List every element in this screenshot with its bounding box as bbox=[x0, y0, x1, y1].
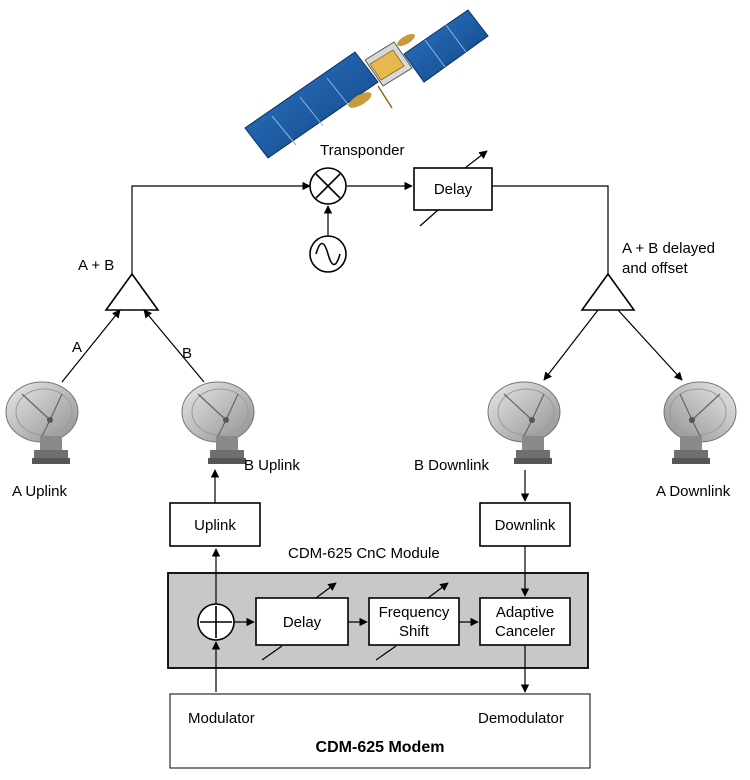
delayed-label-line2: and offset bbox=[622, 260, 688, 277]
demodulator-label: Demodulator bbox=[478, 710, 564, 727]
modem-box bbox=[169, 693, 591, 769]
downlink-box-label: Downlink bbox=[495, 517, 556, 534]
b-downlink-label: B Downlink bbox=[414, 457, 490, 474]
b-uplink-dish-icon bbox=[181, 381, 255, 465]
uplink-box bbox=[169, 502, 261, 547]
delay-tick bbox=[419, 209, 439, 227]
frequency-shift-label-line1: Frequency bbox=[379, 604, 450, 621]
a-downlink-dish-icon bbox=[663, 381, 737, 465]
b-label: B bbox=[182, 345, 192, 362]
oscillator-icon bbox=[309, 235, 347, 273]
downlink-amplifier-icon bbox=[580, 272, 636, 311]
freq-tick bbox=[375, 645, 397, 661]
sum-ab-label: A + B bbox=[78, 257, 114, 274]
uplink-box-label: Uplink bbox=[194, 517, 236, 534]
transponder-delay-box bbox=[413, 167, 493, 211]
modem-title: CDM-625 Modem bbox=[316, 739, 445, 756]
adaptive-canceler-box bbox=[479, 597, 571, 646]
delayed-label-line1: A + B delayed bbox=[622, 240, 715, 257]
cnc-delay-tick bbox=[261, 645, 283, 661]
wire-amp-to-mixer bbox=[131, 181, 311, 278]
a-uplink-dish-icon bbox=[5, 381, 79, 465]
mixer-icon bbox=[309, 167, 347, 205]
wire-amp-to-a-dish bbox=[617, 309, 683, 381]
a-label: A bbox=[72, 339, 82, 356]
wire-b-to-amp bbox=[143, 309, 205, 383]
a-downlink-label: A Downlink bbox=[656, 483, 731, 500]
freq-adjust-arrow bbox=[427, 582, 449, 599]
wire-amp-to-b-dish bbox=[543, 309, 599, 381]
transponder-label: Transponder bbox=[320, 142, 405, 159]
cnc-delay-adjust-arrow bbox=[315, 582, 337, 599]
a-uplink-label: A Uplink bbox=[12, 483, 68, 500]
modulator-label: Modulator bbox=[188, 710, 255, 727]
cnc-module-title: CDM-625 CnC Module bbox=[288, 545, 440, 562]
wire-a-to-amp bbox=[61, 309, 121, 383]
adaptive-canceler-label-line2: Canceler bbox=[495, 623, 555, 640]
b-uplink-label: B Uplink bbox=[244, 457, 300, 474]
b-downlink-dish-icon bbox=[487, 381, 561, 465]
wire-delay-to-amp bbox=[492, 185, 609, 278]
frequency-shift-box bbox=[368, 597, 460, 646]
delay-adjust-arrow bbox=[464, 150, 488, 169]
frequency-shift-label-line2: Shift bbox=[399, 623, 430, 640]
uplink-amplifier-icon bbox=[104, 272, 160, 311]
cnc-delay-label: Delay bbox=[283, 614, 322, 631]
transponder-delay-label: Delay bbox=[434, 181, 473, 198]
adaptive-canceler-label-line1: Adaptive bbox=[496, 604, 554, 621]
summer-icon bbox=[197, 603, 235, 641]
satellite-icon bbox=[244, 9, 489, 159]
